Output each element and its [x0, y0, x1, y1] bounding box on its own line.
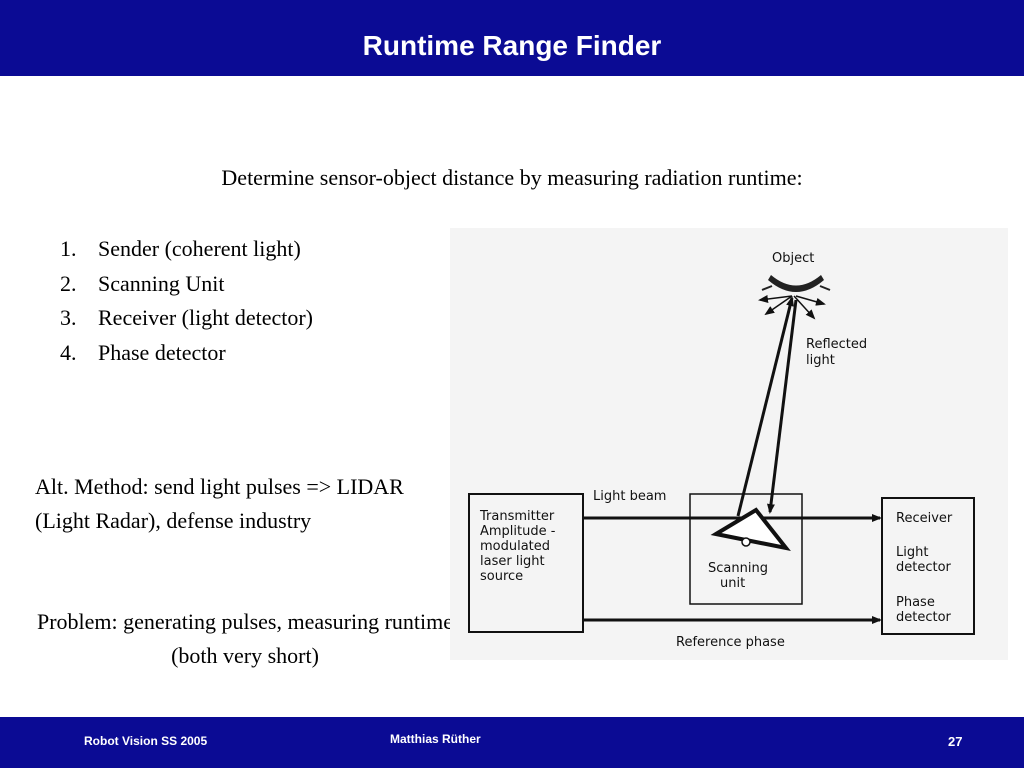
- steps-list: 1. Sender (coherent light) 2. Scanning Uni…: [60, 232, 313, 370]
- item-text: Scanning Unit: [98, 270, 225, 296]
- transmitter-line: modulated: [480, 539, 550, 554]
- phase-detector-line2: detector: [896, 610, 952, 625]
- footer-author: Matthias Rüther: [390, 732, 481, 746]
- item-text: Phase detector: [98, 339, 226, 365]
- transmitter-line: source: [480, 569, 523, 584]
- item-text: Sender (coherent light): [98, 236, 301, 261]
- scanning-label-line2: unit: [720, 576, 745, 591]
- alt-method-text: Alt. Method: send light pulses => LIDAR …: [35, 474, 404, 533]
- list-item: 2. Scanning Unit: [60, 267, 313, 302]
- title-bar: [0, 0, 1024, 76]
- phase-detector-line1: Phase: [896, 595, 935, 610]
- light-beam-label: Light beam: [593, 489, 666, 504]
- light-detector-line2: detector: [896, 560, 952, 575]
- item-number: 4.: [60, 339, 77, 365]
- intro-text: Determine sensor-object distance by meas…: [221, 165, 803, 190]
- scanning-prism: [710, 507, 791, 552]
- reference-phase-label: Reference phase: [676, 635, 785, 650]
- item-number: 3.: [60, 305, 77, 330]
- slide-title: Runtime Range Finder: [362, 30, 662, 61]
- receiver-label: Receiver: [896, 511, 953, 526]
- range-finder-diagram: Object Reflected light Transmitter Ampli…: [450, 228, 1008, 660]
- footer-course: Robot Vision SS 2005: [84, 734, 208, 748]
- transmitter-label: Transmitter Amplitude - modulated laser …: [479, 509, 556, 584]
- problem-text: Problem: generating pulses, measuring ru…: [36, 609, 454, 668]
- object-surface: [761, 275, 831, 292]
- item-number: 2.: [60, 270, 77, 296]
- transmitter-line: Transmitter: [479, 509, 555, 524]
- transmitter-line: laser light: [480, 554, 545, 569]
- beam-lines: [736, 296, 798, 517]
- diagram-background: [450, 228, 1008, 660]
- page-number: 27: [948, 734, 963, 749]
- list-item: 4. Phase detector: [60, 336, 313, 371]
- item-text: Receiver (light detector): [98, 305, 314, 330]
- receiver-box: [881, 497, 975, 635]
- item-number: 1.: [60, 236, 77, 261]
- transmitter-box: [468, 493, 584, 633]
- scanning-unit-box: [689, 493, 803, 605]
- object-label: Object: [772, 251, 814, 266]
- list-item: 1. Sender (coherent light): [60, 232, 313, 267]
- light-detector-line1: Light: [896, 545, 928, 560]
- footer-bar: Robot Vision SS 2005 Matthias Rüther 27: [0, 717, 1024, 768]
- reflected-label-line1: Reflected: [806, 337, 867, 352]
- reflected-label-line2: light: [806, 353, 835, 368]
- scanning-label-line1: Scanning: [708, 561, 768, 576]
- list-item: 3. Receiver (light detector): [60, 301, 313, 336]
- transmitter-line: Amplitude -: [480, 524, 556, 539]
